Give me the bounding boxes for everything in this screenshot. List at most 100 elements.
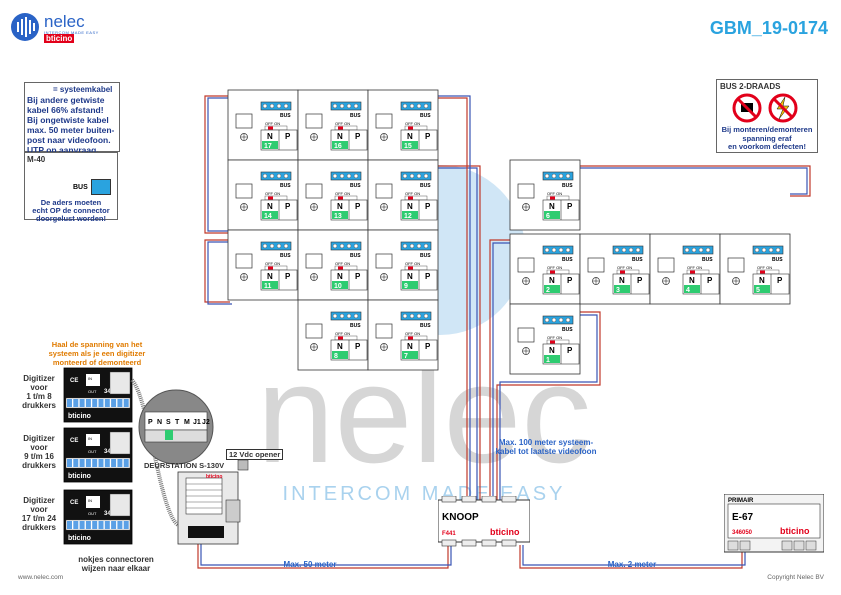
off-on-label: OFF ON <box>405 191 420 196</box>
wire-top-blue <box>438 95 471 505</box>
bus-connector <box>330 171 362 181</box>
screen-icon <box>305 113 323 129</box>
m40-bus-label: BUS <box>73 184 88 191</box>
max100-note: Max. 100 meter systeem- kabel tot laatst… <box>495 438 597 456</box>
p-label: P <box>355 272 361 281</box>
m40-title: M-40 <box>27 155 46 164</box>
screen-icon <box>375 183 393 199</box>
bus-label: BUS <box>562 257 573 263</box>
address-tag <box>544 211 560 219</box>
wire-right-trunk-red <box>489 239 510 505</box>
deurstation-module: bticino <box>177 471 241 545</box>
n-label: N <box>549 276 555 285</box>
m40-connector <box>91 179 111 195</box>
bus-connector <box>400 171 432 181</box>
address-number: 13 <box>334 213 342 220</box>
screen-icon <box>305 183 323 199</box>
wire-left-red <box>204 95 230 234</box>
n-label: N <box>689 276 695 285</box>
bus-label: BUS <box>350 183 361 189</box>
bus-title: BUS 2-DRAADS <box>720 82 781 91</box>
digitizer-brand: bticino <box>68 473 91 480</box>
out-label: OUT <box>88 449 97 454</box>
bus-connector <box>330 311 362 321</box>
address-tag <box>332 211 348 219</box>
wire-trunk-red <box>438 165 481 505</box>
n-label: N <box>407 272 413 281</box>
digitizer-brand: bticino <box>68 535 91 542</box>
wire-right-red <box>580 165 811 197</box>
out-label: OUT <box>88 389 97 394</box>
p-label: P <box>285 132 291 141</box>
wire-door-red <box>197 540 449 569</box>
wire-right-blue <box>580 167 808 195</box>
bus-connector <box>260 101 292 111</box>
wire-left-low-red <box>204 239 230 303</box>
wire-last-red <box>496 311 601 505</box>
n-label: N <box>337 132 343 141</box>
screen-icon <box>517 327 535 343</box>
address-tag <box>262 281 278 289</box>
bticino-badge: bticino <box>44 34 75 43</box>
address-tag <box>684 285 700 293</box>
screen-icon <box>517 183 535 199</box>
systeemkabel-label: = systeemkabel <box>53 85 113 94</box>
bus-connector <box>260 241 292 251</box>
systeemkabel-note: = systeemkabel Bij andere getwiste kabel… <box>24 82 120 155</box>
screen-icon <box>235 253 253 269</box>
terminal-letter: T <box>175 419 180 426</box>
address-tag <box>402 141 418 149</box>
bus-connector <box>400 311 432 321</box>
opener-icon <box>237 459 249 471</box>
brand-tagline: INTERCOM MADE EASY <box>44 30 99 35</box>
p-label: P <box>707 276 713 285</box>
n-label: N <box>549 346 555 355</box>
n-label: N <box>267 132 273 141</box>
note-line: post naar videofoon. <box>27 135 111 145</box>
n-label: N <box>407 342 413 351</box>
p-label: P <box>425 342 431 351</box>
digitizer-module: CEINOUTbticino34699 <box>63 427 133 483</box>
terminal-letter: P <box>148 419 153 426</box>
note-line: Bij andere getwiste <box>27 95 105 105</box>
off-on-label: OFF ON <box>265 191 280 196</box>
bus-label: BUS <box>562 183 573 189</box>
address-number: 2 <box>546 287 550 294</box>
bus-connector <box>260 171 292 181</box>
primair-label: PRIMAIR <box>728 498 754 504</box>
p-label: P <box>285 202 291 211</box>
wire-left-low-blue <box>207 241 232 305</box>
address-number: 7 <box>404 353 408 360</box>
digitizer-brand: bticino <box>68 413 91 420</box>
bus-label: BUS <box>632 257 643 263</box>
primair-code: 346050 <box>732 530 753 536</box>
address-number: 3 <box>616 287 620 294</box>
knoop-module: KNOOP F441 bticino <box>438 496 530 547</box>
bus-label: BUS <box>420 323 431 329</box>
in-label: IN <box>88 376 92 381</box>
address-tag <box>402 351 418 359</box>
screen-icon <box>375 253 393 269</box>
address-number: 9 <box>404 283 408 290</box>
n-label: N <box>759 276 765 285</box>
bus-label: BUS <box>420 253 431 259</box>
address-tag <box>402 211 418 219</box>
address-number: 8 <box>334 353 338 360</box>
p-label: P <box>355 342 361 351</box>
digitizer-module: CEINOUTbticino346993 <box>63 489 133 545</box>
bus-connector <box>400 101 432 111</box>
bus-connector <box>330 101 362 111</box>
screen-icon <box>727 257 745 273</box>
address-tag <box>262 141 278 149</box>
n-label: N <box>267 272 273 281</box>
off-on-label: OFF ON <box>617 265 632 270</box>
off-on-label: OFF ON <box>687 265 702 270</box>
n-label: N <box>337 202 343 211</box>
p-label: P <box>355 202 361 211</box>
